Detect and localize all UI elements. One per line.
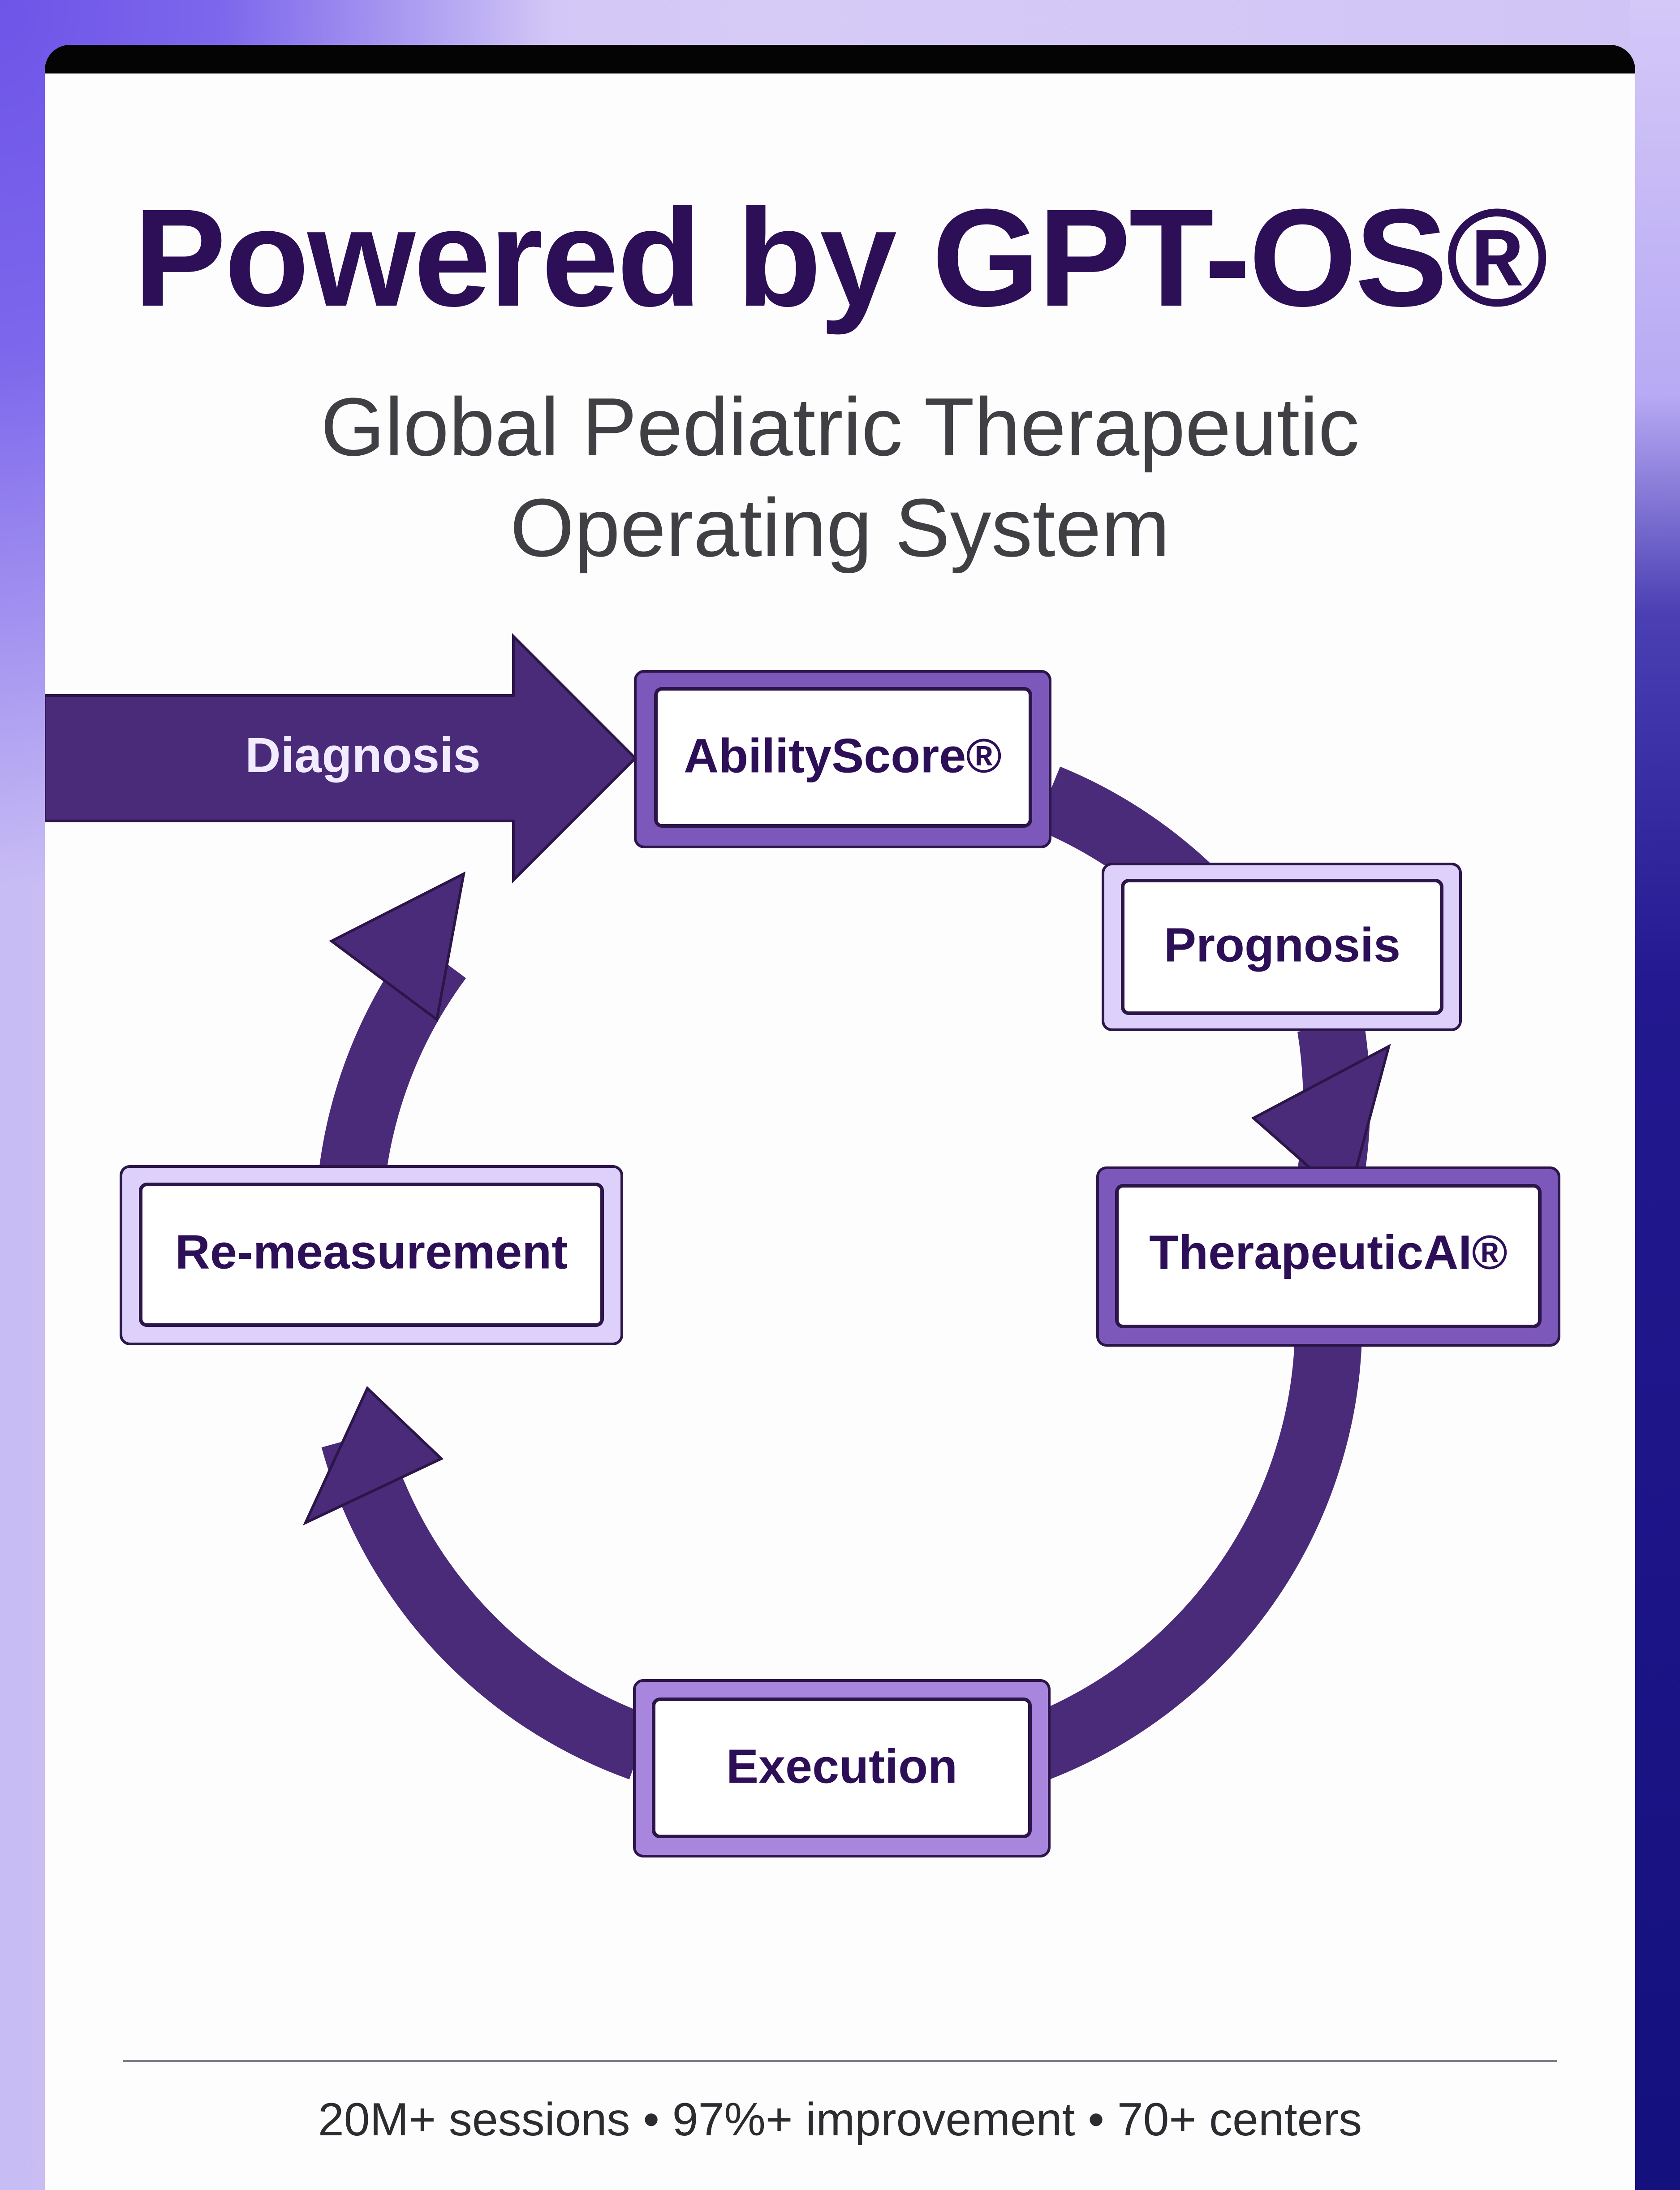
arrowhead-to-abilityscore <box>329 871 466 1022</box>
node-prognosis: Prognosis <box>1102 863 1462 1031</box>
diagnosis-entry-arrow <box>45 633 638 884</box>
node-label-remeasurement: Re-measurement <box>175 1225 568 1279</box>
node-abilityscore: AbilityScore® <box>634 670 1051 848</box>
card-top-bar <box>45 45 1635 73</box>
node-therapeuticai: TherapeuticAI® <box>1096 1166 1560 1347</box>
page-subtitle: Global Pediatric Therapeutic Operating S… <box>45 376 1635 578</box>
footer-divider <box>123 2060 1557 2062</box>
content-card: Powered by GPT-OS® Global Pediatric Ther… <box>45 45 1635 2190</box>
page-title: Powered by GPT-OS® <box>134 180 1548 335</box>
cycle-diagram: Diagnosis AbilityScore® Prognosis Therap… <box>45 633 1560 1857</box>
diagnosis-label: Diagnosis <box>245 728 481 783</box>
node-remeasurement: Re-measurement <box>120 1165 623 1345</box>
node-label-therapeuticai: TherapeuticAI® <box>1149 1225 1508 1279</box>
subtitle-line-2: Operating System <box>510 481 1170 574</box>
cycle-arc-execution-to-remeasurement <box>321 1430 652 1780</box>
arrowhead-to-remeasurement <box>302 1386 444 1526</box>
cycle-arc-therapeuticai-to-execution <box>1026 1338 1362 1779</box>
node-label-prognosis: Prognosis <box>1164 918 1400 972</box>
arrowhead-to-therapeuticai <box>1251 1044 1391 1204</box>
footer-stats: 20M+ sessions • 97%+ improvement • 70+ c… <box>318 2094 1362 2146</box>
node-execution: Execution <box>633 1679 1051 1857</box>
node-label-execution: Execution <box>726 1739 957 1793</box>
node-label-abilityscore: AbilityScore® <box>684 729 1002 783</box>
background-side-band <box>1630 0 1680 2190</box>
subtitle-line-1: Global Pediatric Therapeutic <box>320 380 1360 473</box>
